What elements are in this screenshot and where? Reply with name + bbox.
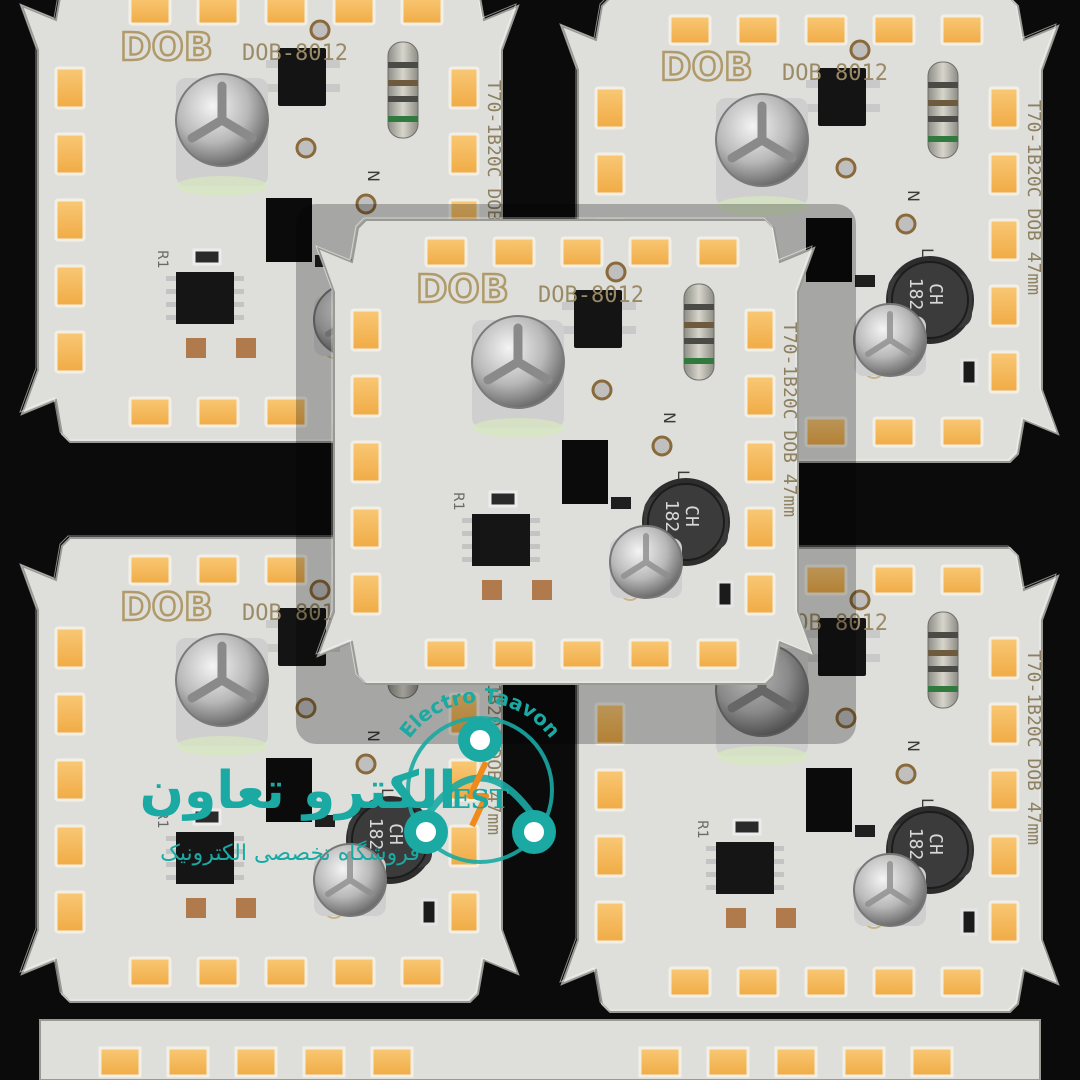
ic-ref-label: R1	[154, 810, 170, 829]
board-side-code: T70-1B20C DOB 47mm	[779, 322, 800, 517]
pad-l-label: L	[674, 470, 693, 479]
pad-l-label: L	[918, 248, 937, 257]
pad-l-label: L	[378, 788, 397, 797]
inductor-label: CH	[925, 283, 946, 305]
pad-n-label: N	[904, 740, 923, 752]
led-chip	[234, 1046, 278, 1078]
inductor-label: CH	[681, 505, 702, 527]
led-chip	[98, 1046, 142, 1078]
pad-n-label: N	[660, 412, 679, 424]
inductor-value: 182	[905, 828, 926, 861]
pad-n-label: N	[364, 170, 383, 182]
inductor-value: 182	[365, 818, 386, 851]
board-logo: DOB	[120, 25, 213, 69]
led-chip	[842, 1046, 886, 1078]
led-chip	[638, 1046, 682, 1078]
board-side-code: T70-1B20C DOB 47mm	[1023, 650, 1044, 845]
board-logo: DOB	[120, 585, 213, 629]
ic-ref-label: R1	[450, 492, 466, 511]
board-logo: DOB	[660, 45, 753, 89]
board-strip-bottom	[39, 1019, 1041, 1080]
board-logo: DOB	[416, 267, 509, 311]
led-chip	[774, 1046, 818, 1078]
led-chip	[302, 1046, 346, 1078]
board-model: DOB 8012	[782, 61, 888, 86]
board-model: DOB-8012	[242, 41, 348, 66]
pad-n-label: N	[364, 730, 383, 742]
pad-l-label: L	[918, 798, 937, 807]
ic-ref-label: R1	[694, 820, 710, 839]
led-chip	[370, 1046, 414, 1078]
led-chip	[166, 1046, 210, 1078]
inductor-label: CH	[385, 823, 406, 845]
led-chip	[706, 1046, 750, 1078]
board-side-code: T70-1B20C DOB 47mm	[1023, 100, 1044, 295]
ic-ref-label: R1	[154, 250, 170, 269]
pad-n-label: N	[904, 190, 923, 202]
board-model: DOB-8012	[538, 283, 644, 308]
inductor-value: 182	[905, 278, 926, 311]
inductor-label: CH	[925, 833, 946, 855]
led-chip	[910, 1046, 954, 1078]
inductor-value: 182	[661, 500, 682, 533]
